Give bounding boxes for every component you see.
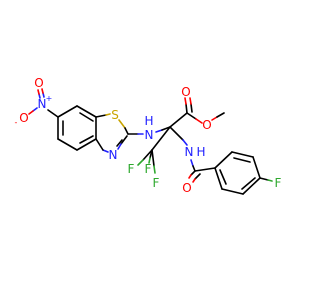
- bond: [79, 112, 94, 122]
- bond: [219, 169, 227, 185]
- bond: [41, 88, 44, 94]
- bond: [192, 165, 196, 172]
- bond: [95, 114, 107, 118]
- bond: [190, 170, 196, 176]
- atom-f-bottom: F: [153, 176, 160, 190]
- bond: [189, 97, 192, 105]
- bond: [120, 135, 128, 145]
- bond: [233, 157, 251, 163]
- bond: [118, 119, 126, 129]
- atom-n-amide: N: [185, 145, 194, 159]
- bond: [190, 159, 194, 167]
- bond: [57, 105, 78, 118]
- bond: [186, 112, 197, 120]
- bond: [190, 103, 193, 113]
- bond: [79, 135, 94, 144]
- bond: [32, 107, 38, 112]
- atom-h-amide: H: [196, 145, 205, 159]
- atom-f-aryl: F: [275, 176, 282, 190]
- bond: [188, 174, 192, 179]
- bond: [221, 188, 244, 195]
- bond: [241, 177, 256, 190]
- bond: [252, 156, 261, 179]
- bond: [192, 178, 196, 183]
- bond: [124, 127, 129, 135]
- bond: [184, 97, 187, 105]
- atom-n-thiazole: N: [109, 148, 118, 162]
- bond: [169, 126, 184, 141]
- atom-s-thiazole: S: [111, 108, 119, 122]
- bonds: [28, 88, 273, 195]
- bond: [76, 105, 97, 118]
- bond: [151, 126, 171, 151]
- bond: [194, 167, 216, 172]
- atom-charge-plus: +: [46, 94, 53, 103]
- bond: [195, 118, 203, 124]
- bond: [185, 103, 188, 114]
- bond: [151, 149, 155, 167]
- bond: [216, 112, 225, 118]
- bond: [102, 149, 109, 153]
- bond: [117, 143, 122, 150]
- atom-f-top: F: [145, 162, 152, 176]
- atom-labels: N + O O - S N N H O O N H O F F F F: [15, 76, 282, 195]
- bond: [76, 138, 97, 151]
- bond: [28, 110, 34, 115]
- bond: [259, 177, 269, 181]
- atom-o-nitro-top: O: [34, 76, 43, 90]
- bond: [242, 177, 261, 195]
- bond: [267, 179, 273, 182]
- bond: [137, 159, 144, 166]
- atom-o-amide: O: [182, 181, 191, 195]
- bond: [214, 167, 223, 190]
- bond: [211, 116, 218, 121]
- atom-charge-minus: -: [15, 118, 18, 127]
- bond: [194, 173, 201, 180]
- atom-o-nitro-left: O: [19, 111, 28, 125]
- bond: [47, 109, 59, 118]
- bond: [116, 139, 123, 147]
- atom-o-ester-carbonyl: O: [181, 85, 190, 99]
- bond: [57, 138, 78, 151]
- bond: [231, 151, 254, 158]
- bond: [214, 151, 233, 169]
- atom-n-amine: N: [145, 128, 154, 142]
- bond: [142, 149, 153, 161]
- bond: [148, 157, 151, 164]
- bond: [153, 165, 156, 174]
- bond: [155, 129, 163, 133]
- bond: [105, 113, 111, 116]
- molecule-structure: N + O O - S N N H O O N H O F F F F: [15, 76, 282, 195]
- atom-n-nitro: N: [38, 97, 47, 111]
- bond: [95, 138, 104, 151]
- bond: [182, 139, 188, 146]
- atom-h-amine: H: [144, 114, 153, 128]
- atom-f-left: F: [128, 162, 135, 176]
- bond: [169, 112, 188, 128]
- bond: [37, 89, 40, 95]
- atom-o-ester: O: [202, 118, 211, 132]
